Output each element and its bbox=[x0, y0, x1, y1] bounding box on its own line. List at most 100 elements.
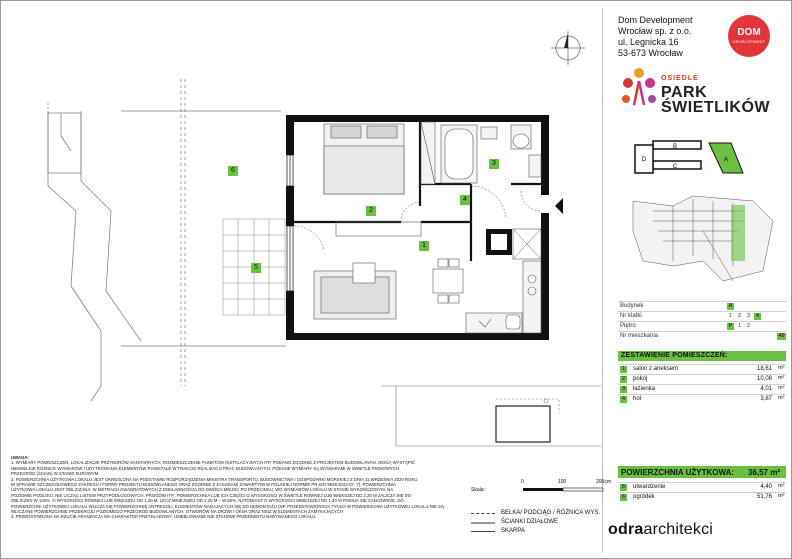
badge-sub: DEVELOPMENT bbox=[732, 39, 766, 44]
panel-divider bbox=[602, 8, 603, 553]
company-entity: Wrocław sp. z o.o. bbox=[618, 26, 692, 36]
room-number: 3 bbox=[620, 386, 627, 393]
note-line: OBLICZEŃ W 100%, O WYSOKOŚCI RÓWNEJ LUB … bbox=[11, 498, 404, 504]
dining-table bbox=[432, 258, 464, 304]
staircase-2: 2 bbox=[737, 313, 742, 319]
staircase-row: Nr klatki 1 2 3 4 bbox=[618, 311, 786, 320]
flat-label: Nr mieszkania bbox=[620, 333, 659, 339]
note-line: W SPRAWIE SZCZEGÓŁOWEGO ZAKRESU I FORMY … bbox=[11, 482, 396, 488]
floor-plan-drawing bbox=[47, 31, 601, 447]
architect-part2: architekci bbox=[643, 521, 714, 538]
scale-bar: Skala: 0 100 200cm bbox=[471, 479, 611, 493]
extra-name: utwardzenie bbox=[633, 484, 666, 490]
extra-row: 6 ogródek 51,76 m² bbox=[618, 492, 786, 501]
note-line: NIEWIELKIE RÓŻNICE WYMIARÓW I UDYTKOWANI… bbox=[11, 465, 399, 471]
badge-main: DOM bbox=[737, 27, 761, 38]
terrain-slope bbox=[47, 79, 286, 402]
note-line: POZIOMIE PODŁOGI, NIE LICZĄC LISTEW PRZY… bbox=[11, 492, 412, 498]
scale-tick-200: 200cm bbox=[596, 479, 612, 485]
room-row: 3 łazienka 4,01 m² bbox=[618, 384, 786, 393]
floor-2: 2 bbox=[746, 323, 751, 329]
legend-slope: SKARPA bbox=[471, 527, 600, 536]
entrance-arrow-icon bbox=[555, 198, 563, 214]
extra-number: 6 bbox=[620, 494, 627, 501]
site-key-plan: B C D A bbox=[632, 140, 774, 282]
extra-unit: m² bbox=[778, 493, 785, 499]
keyplan-label-d: D bbox=[642, 157, 647, 163]
room-label-1: 1 bbox=[419, 241, 429, 251]
company-postcode: 53-673 Wrocław bbox=[618, 48, 683, 58]
total-label: POWIERZCHNIA UŻYTKOWA: bbox=[621, 468, 735, 477]
scale-tick-100: 100 bbox=[558, 479, 567, 485]
dom-development-logo: DOM DEVELOPMENT bbox=[728, 15, 770, 57]
company-name: Dom Development bbox=[618, 15, 693, 25]
room-number: 4 bbox=[620, 396, 627, 403]
building-label: Budynek bbox=[620, 303, 644, 309]
sofa bbox=[313, 262, 397, 320]
architect-part1: odra bbox=[608, 521, 644, 538]
extra-name: ogródek bbox=[633, 494, 655, 500]
scale-graphic bbox=[523, 487, 604, 492]
architect-logo: odraarchitekci bbox=[608, 521, 713, 539]
room-label-5: 5 bbox=[251, 263, 261, 273]
floor-label: Piętro bbox=[620, 323, 636, 329]
legend-partition-label: ŚCIANKI DZIAŁOWE bbox=[501, 519, 559, 525]
unit-info-table: Budynek A Nr klatki 1 2 3 4 Piętro P 1 2… bbox=[618, 301, 786, 343]
room-area: 10,08 bbox=[756, 376, 772, 382]
room-row: 1 salon z aneksem 18,61 m² bbox=[618, 364, 786, 373]
firefly-icon bbox=[622, 68, 656, 106]
note-line: 1. WYMIARY POMIESZCZEŃ, LOKALIZACJE PRZY… bbox=[11, 460, 416, 466]
extra-row: 5 utwardzenie 4,40 m² bbox=[618, 482, 786, 491]
extra-number: 5 bbox=[620, 484, 627, 491]
logo-swietlikow: ŚWIETLIKÓW bbox=[661, 99, 770, 116]
room-unit: m² bbox=[778, 385, 785, 391]
developer-address: Dom Development Wrocław sp. z o.o. ul. L… bbox=[618, 15, 693, 59]
logo-line2: PARK ŚWIETLIKÓW bbox=[661, 84, 770, 116]
park-swietlikow-logo: OSIEDLE PARK ŚWIETLIKÓW bbox=[618, 63, 778, 123]
floor-row: Piętro P 1 2 bbox=[618, 321, 786, 330]
room-label-2: 2 bbox=[366, 206, 376, 216]
company-street: ul. Legnicka 16 bbox=[618, 37, 679, 47]
kitchen-counter bbox=[465, 260, 542, 334]
bed bbox=[323, 123, 405, 195]
legal-notes: UWAGA: 1. WYMIARY POMIESZCZEŃ, LOKALIZAC… bbox=[11, 455, 459, 520]
room-area: 4,01 bbox=[760, 386, 772, 392]
room-area: 18,61 bbox=[756, 366, 772, 372]
room-name: salon z aneksem bbox=[633, 366, 679, 372]
staircase-1: 1 bbox=[728, 313, 733, 319]
room-label-4: 4 bbox=[460, 195, 470, 205]
door-swings bbox=[293, 185, 542, 252]
exterior-walls bbox=[286, 115, 549, 340]
logo-park: PARK bbox=[661, 84, 708, 101]
note-line: UWAGA: bbox=[11, 455, 29, 460]
building-value: A bbox=[727, 303, 734, 310]
room-row: 4 hol 3,87 m² bbox=[618, 394, 786, 403]
bathroom-fixtures bbox=[420, 121, 542, 185]
legend-beam: BELKA/ PODCIĄG / RÓŻNICA WYS. bbox=[471, 509, 600, 518]
room-name: hol bbox=[633, 396, 642, 402]
keyplan-label-c: C bbox=[673, 164, 678, 170]
room-name: pokój bbox=[633, 376, 648, 382]
room-label-3: 3 bbox=[489, 159, 499, 169]
extra-area: 4,40 bbox=[760, 484, 772, 490]
keyplan-label-b: B bbox=[673, 144, 677, 150]
room-number: 1 bbox=[620, 366, 627, 373]
flat-row: Nr mieszkania 49 bbox=[618, 331, 786, 340]
note-line: WLICZANE POWIERZCHNIE PRZEKROJU POZIOMEG… bbox=[11, 509, 343, 515]
floor-1: 1 bbox=[737, 323, 742, 329]
building-row: Budynek A bbox=[618, 301, 786, 310]
rooms-summary-title: ZESTAWIENIE POMIESZCZEŃ: bbox=[618, 351, 786, 361]
room-unit: m² bbox=[778, 365, 785, 371]
drawing-legend: BELKA/ PODCIĄG / RÓŻNICA WYS. ŚCIANKI DZ… bbox=[471, 509, 600, 536]
staircase-label: Nr klatki bbox=[620, 313, 642, 319]
staircase-3: 3 bbox=[746, 313, 751, 319]
usable-area-total: POWIERZCHNIA UŻYTKOWA: 36,57 m² bbox=[618, 466, 786, 478]
wardrobe bbox=[335, 221, 422, 237]
room-row: 2 pokój 10,08 m² bbox=[618, 374, 786, 383]
keyplan-label-a: A bbox=[724, 157, 728, 163]
total-value: 36,57 m² bbox=[747, 468, 780, 477]
note-line: UŻYTKOWA LOKALU JEST OBLICZANA: W METRAC… bbox=[11, 487, 394, 493]
legend-beam-label: BELKA/ PODCIĄG / RÓŻNICA WYS. bbox=[501, 510, 601, 516]
room-label-6: 6 bbox=[228, 166, 238, 176]
